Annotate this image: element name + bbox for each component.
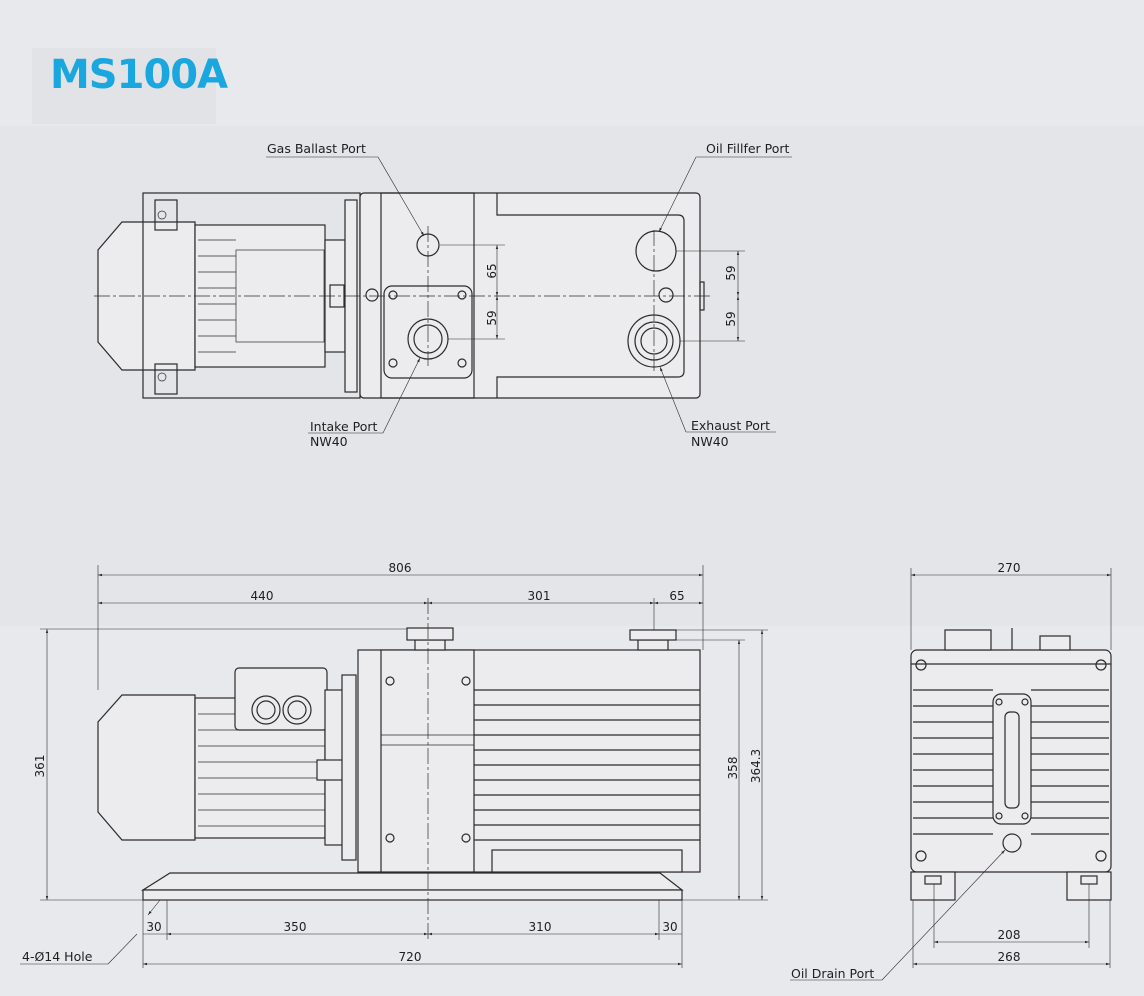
dim-foot-right: 30 bbox=[662, 920, 677, 934]
dim-foot-inner: 208 bbox=[998, 928, 1021, 942]
label-exhaust-size: NW40 bbox=[691, 434, 729, 449]
dim-exhaust-offset: 59 bbox=[724, 311, 738, 326]
dim-height-left: 361 bbox=[33, 755, 47, 778]
dim-right-len: 301 bbox=[528, 589, 551, 603]
title-box: MS100A bbox=[32, 48, 228, 124]
top-view: 65 59 59 59 Gas Ballast Port Oil Fillfer… bbox=[94, 141, 792, 449]
label-exhaust-port: Exhaust Port bbox=[691, 418, 770, 433]
dim-mid-left: 350 bbox=[284, 920, 307, 934]
dim-height-right-a: 358 bbox=[726, 757, 740, 780]
model-title: MS100A bbox=[50, 52, 228, 98]
dim-overall-length: 806 bbox=[389, 561, 412, 575]
label-oil-filler-port: Oil Fillfer Port bbox=[706, 141, 790, 156]
label-oil-drain-port: Oil Drain Port bbox=[791, 966, 874, 981]
dim-left-len: 440 bbox=[251, 589, 274, 603]
dim-gas-offset: 65 bbox=[485, 263, 499, 278]
dim-oil-offset: 59 bbox=[724, 265, 738, 280]
dim-mid-right: 310 bbox=[529, 920, 552, 934]
label-intake-size: NW40 bbox=[310, 434, 348, 449]
dim-foot-left: 30 bbox=[146, 920, 161, 934]
dim-foot-outer: 268 bbox=[998, 950, 1021, 964]
label-hole: 4-Ø14 Hole bbox=[22, 949, 93, 964]
dim-end-len: 65 bbox=[669, 589, 684, 603]
side-view: 806 440 301 65 361 358 364.3 30 350 310 … bbox=[20, 561, 768, 968]
dim-base-length: 720 bbox=[399, 950, 422, 964]
dim-height-right-b: 364.3 bbox=[749, 749, 763, 783]
end-view: 270 208 268 Oil Drain Port bbox=[790, 561, 1112, 981]
label-intake-port: Intake Port bbox=[310, 419, 378, 434]
dim-intake-offset: 59 bbox=[485, 310, 499, 325]
dim-width-top: 270 bbox=[998, 561, 1021, 575]
label-gas-ballast-port: Gas Ballast Port bbox=[267, 141, 366, 156]
